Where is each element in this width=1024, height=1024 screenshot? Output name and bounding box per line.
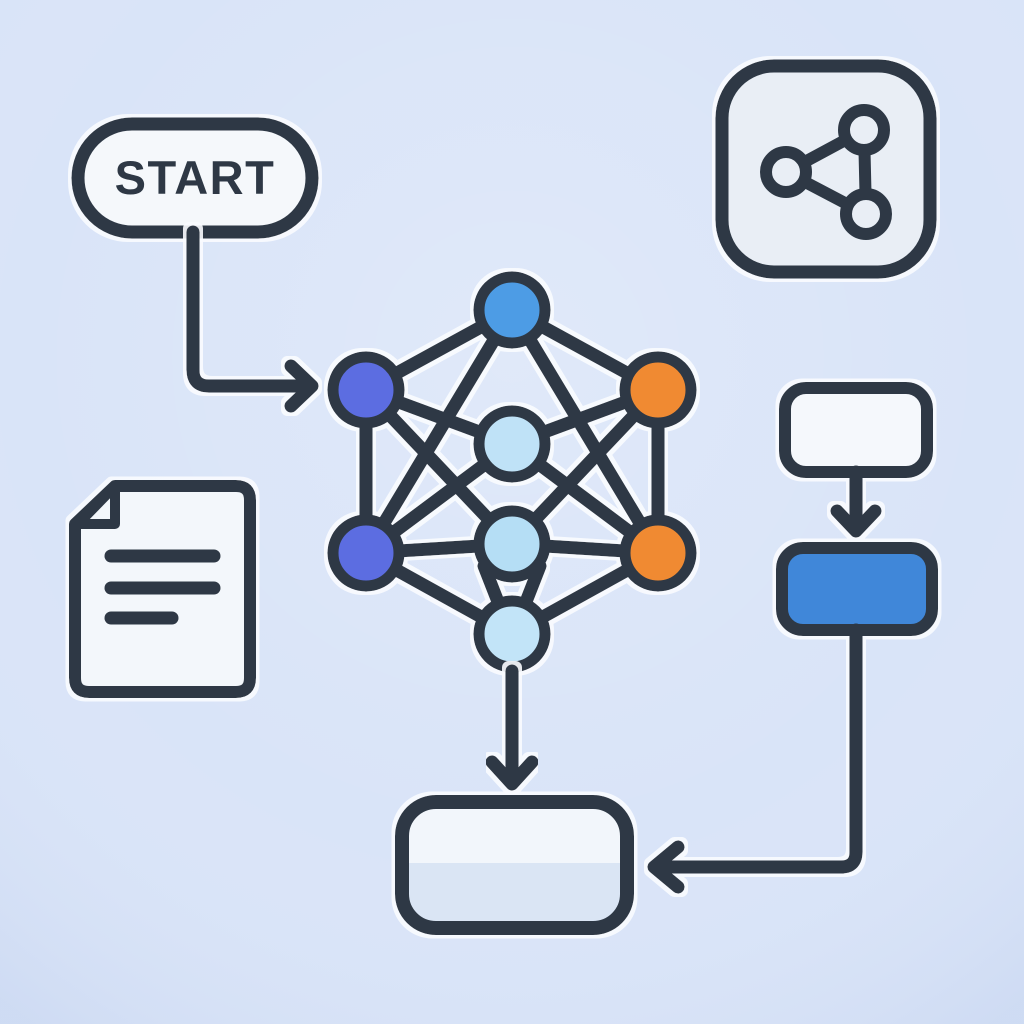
start-node: START [71, 117, 319, 239]
blue-box-to-output-arrow [647, 623, 863, 894]
network-edge [505, 303, 665, 560]
flow-box-plain [779, 382, 933, 478]
right-flow [647, 382, 938, 894]
network-node-center-lower [473, 505, 551, 583]
page-fold-icon [73, 481, 120, 529]
start-label: START [115, 151, 276, 204]
share-network-icon [715, 59, 937, 279]
share-glyph-node [840, 188, 892, 240]
arrowhead-left-icon [647, 840, 685, 894]
share-glyph [760, 104, 892, 240]
network-node-left-upper [327, 351, 405, 429]
network-nodes [327, 271, 697, 673]
network-node-center [473, 405, 551, 483]
icon-card-shape [715, 59, 937, 279]
network-node-right-lower [619, 514, 697, 592]
network-node-left-lower [327, 514, 405, 592]
document-text-lines [104, 549, 221, 625]
network-edge [359, 303, 519, 560]
network-node-bottom [473, 595, 551, 673]
share-glyph-node [838, 104, 890, 156]
arrow-shaft [186, 225, 305, 393]
arrow-shaft [651, 623, 863, 874]
output-box-lower-fill [402, 863, 627, 928]
network-node-top [473, 271, 551, 349]
arrowhead-down-icon [830, 504, 882, 538]
network-node-right-upper [619, 351, 697, 429]
start-to-network-arrow [186, 225, 319, 413]
box-to-box-arrow [830, 465, 882, 538]
arrowhead-right-icon [284, 359, 319, 413]
arrowhead-down-icon [485, 755, 539, 791]
share-glyph-node [760, 146, 812, 198]
network-graph [327, 271, 697, 673]
document-icon [69, 480, 256, 698]
output-box-border [395, 795, 634, 935]
flow-box-highlighted [776, 542, 938, 636]
network-to-output-arrow [485, 664, 539, 791]
output-box [395, 795, 634, 935]
